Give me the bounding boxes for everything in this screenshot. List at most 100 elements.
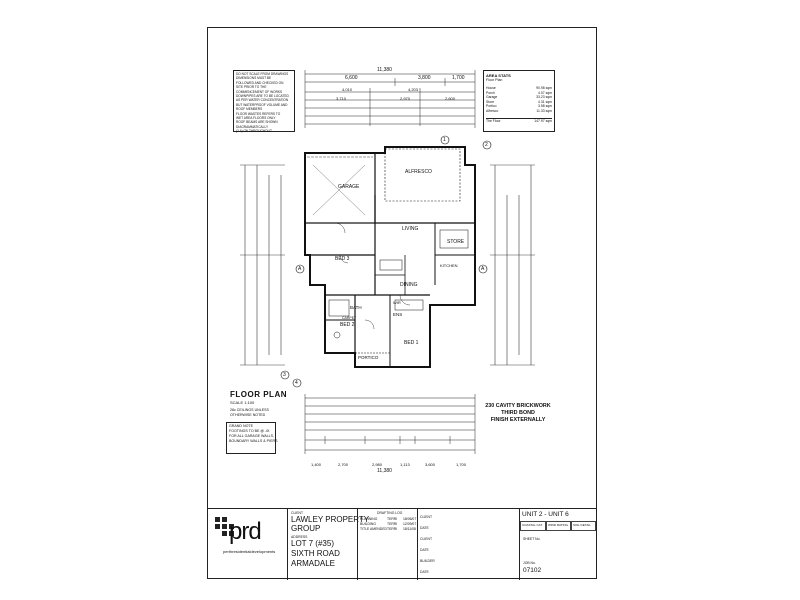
client-name-line: LAWLEY PROPERTY xyxy=(291,515,370,524)
grand-note-line: BOUNDARY WALLS & PIERS xyxy=(229,439,278,443)
prd-logo-text: prd xyxy=(229,518,262,545)
dim-top: 3,710 xyxy=(336,96,347,101)
sign-label: DATE xyxy=(420,570,429,574)
head-cell xyxy=(571,521,596,531)
divider xyxy=(417,509,418,580)
dim-top: 3,800 xyxy=(418,75,431,81)
room-label-bed1: BED 1 xyxy=(404,340,419,346)
divider xyxy=(357,509,358,580)
grand-note-line: GRAND NOTE xyxy=(229,424,253,428)
room-label-carpet: CARPET xyxy=(342,316,357,320)
room-label-bed3: BED 3 xyxy=(335,256,350,262)
note-line: WET AREA FLOORS ONLY xyxy=(236,116,276,121)
grand-note-box: GRAND NOTE FOOTINGS TO BE @ -0t FOR ALL … xyxy=(226,422,278,454)
dim-top: 1,700 xyxy=(452,75,465,81)
room-label-store: STORE xyxy=(447,239,465,245)
sign-label: CLIENT xyxy=(420,515,433,519)
area-stats-subtitle: Floor Plan xyxy=(486,78,503,82)
dim-bottom: 2,700 xyxy=(338,462,349,467)
log-who: TERRI xyxy=(387,517,398,521)
dim-bottom: 3,600 xyxy=(425,462,436,467)
note-line: DO NOT SCALE FROM DRAWINGS xyxy=(236,72,289,76)
drawing-sheet xyxy=(207,27,597,579)
dim-bottom: 1,700 xyxy=(456,462,467,467)
note-line: ROOF BEAMS ARE SHOWN xyxy=(236,120,278,125)
room-label-bath: BATH xyxy=(350,305,362,310)
room-label-alfresco: ALFRESCO xyxy=(405,169,432,175)
room-label-bed2: BED 2 xyxy=(340,322,355,328)
room-label-living: LIVING xyxy=(402,226,419,232)
address-line: SIXTH ROAD xyxy=(291,549,340,558)
dim-top: 4,010 xyxy=(342,87,353,92)
dim-top: 6,600 xyxy=(345,75,358,81)
brickwork-line: THIRD BOND xyxy=(501,410,535,416)
head-label: COASTAL CAT xyxy=(522,523,543,527)
floor-plan-drawing xyxy=(240,135,535,388)
axis-marker-label: 1 xyxy=(443,137,446,143)
area-stats-title: AREA STATS xyxy=(486,73,511,78)
client-name-line: GROUP xyxy=(291,524,321,533)
floor-plan-title: FLOOR PLAN xyxy=(230,390,287,399)
dim-bottom: 1,113 xyxy=(400,462,410,467)
dim-top: 4,203 xyxy=(408,87,419,92)
drafting-log-title: DRAFTING LOG xyxy=(377,511,403,515)
floor-plan-ceiling-note: OTHERWISE NOTED xyxy=(230,413,266,417)
address-line: ARMADALE xyxy=(291,559,336,568)
client-label: CLIENT xyxy=(291,511,304,515)
sign-label: DATE xyxy=(420,526,429,530)
head-label: SOIL DETAIL xyxy=(573,523,591,527)
log-who: TERRI xyxy=(387,522,398,526)
room-label-ens: ENS xyxy=(393,312,403,317)
grand-note-line: FOOTINGS TO BE @ -0t xyxy=(229,429,270,433)
log-date: 18/11/08 xyxy=(403,527,416,531)
brickwork-note: 230 CAVITY BRICKWORK THIRD BOND FINISH E… xyxy=(478,403,558,424)
note-line: (2.4) ON THROUGHOUT xyxy=(236,129,272,134)
grand-note-line: FOR ALL GARAGE WALLS, xyxy=(229,434,275,438)
dim-bottom: 2,980 xyxy=(372,462,383,467)
dim-top: 2,600 xyxy=(445,96,456,101)
general-notes-box: DO NOT SCALE FROM DRAWINGS DIMENSIONS MU… xyxy=(233,70,295,134)
note-line: DOWNPIPES ARE TO BE LOCATED xyxy=(236,94,289,99)
sign-label: CLIENT xyxy=(420,537,433,541)
brickwork-line: 230 CAVITY BRICKWORK xyxy=(485,403,551,409)
axis-marker-label: 2 xyxy=(485,142,488,148)
log-who: TERRI xyxy=(387,527,398,531)
note-line: COMMENCEMENT OF WORKS xyxy=(236,89,283,94)
sign-label: DATE xyxy=(420,548,429,552)
divider xyxy=(519,509,520,580)
log-item: BUILDING xyxy=(360,522,377,526)
title-block: prd perthresidentialdevelopments CLIENT … xyxy=(207,508,597,580)
head-cell xyxy=(546,521,571,531)
log-date: 18/06/07 xyxy=(403,517,417,521)
dim-overall-bottom: 11,380 xyxy=(377,468,392,474)
log-item: TITLE AMENDED xyxy=(360,527,387,531)
brickwork-line: FINISH EXTERNALLY xyxy=(490,417,546,423)
bottom-dimension-lines xyxy=(304,394,476,454)
note-line: ROOF MEMBERS xyxy=(236,107,263,112)
job-number: 07102 xyxy=(523,567,542,574)
room-label-portico: PORTICO xyxy=(358,355,379,360)
axis-marker-label: 4 xyxy=(295,380,298,386)
unit-label: UNIT 2 - UNIT 6 xyxy=(522,511,569,518)
note-line: DIMENSIONS MUST BE xyxy=(236,76,272,81)
log-item: PLANNING xyxy=(360,517,378,521)
sign-label: BUILDER xyxy=(420,559,435,563)
head-label: WIND RATING xyxy=(548,523,568,527)
axis-marker-label: 3 xyxy=(283,372,286,378)
log-date: 12/09/07 xyxy=(403,522,417,526)
note-line: FOLLOWED AND CHECKED ON xyxy=(236,80,284,85)
axis-marker-label: A xyxy=(298,266,302,272)
address-line: LOT 7 (#35) xyxy=(291,539,334,548)
dim-overall-top: 11,380 xyxy=(377,67,392,73)
prd-logo-squares-icon xyxy=(215,517,234,536)
address-label: ADDRESS xyxy=(291,535,308,539)
room-label-kitchen: KITCHEN xyxy=(440,263,458,268)
note-line: AS PER WATER CONCENTRATION xyxy=(236,98,289,103)
floor-plan-scale: SCALE 1:100 xyxy=(230,400,255,405)
